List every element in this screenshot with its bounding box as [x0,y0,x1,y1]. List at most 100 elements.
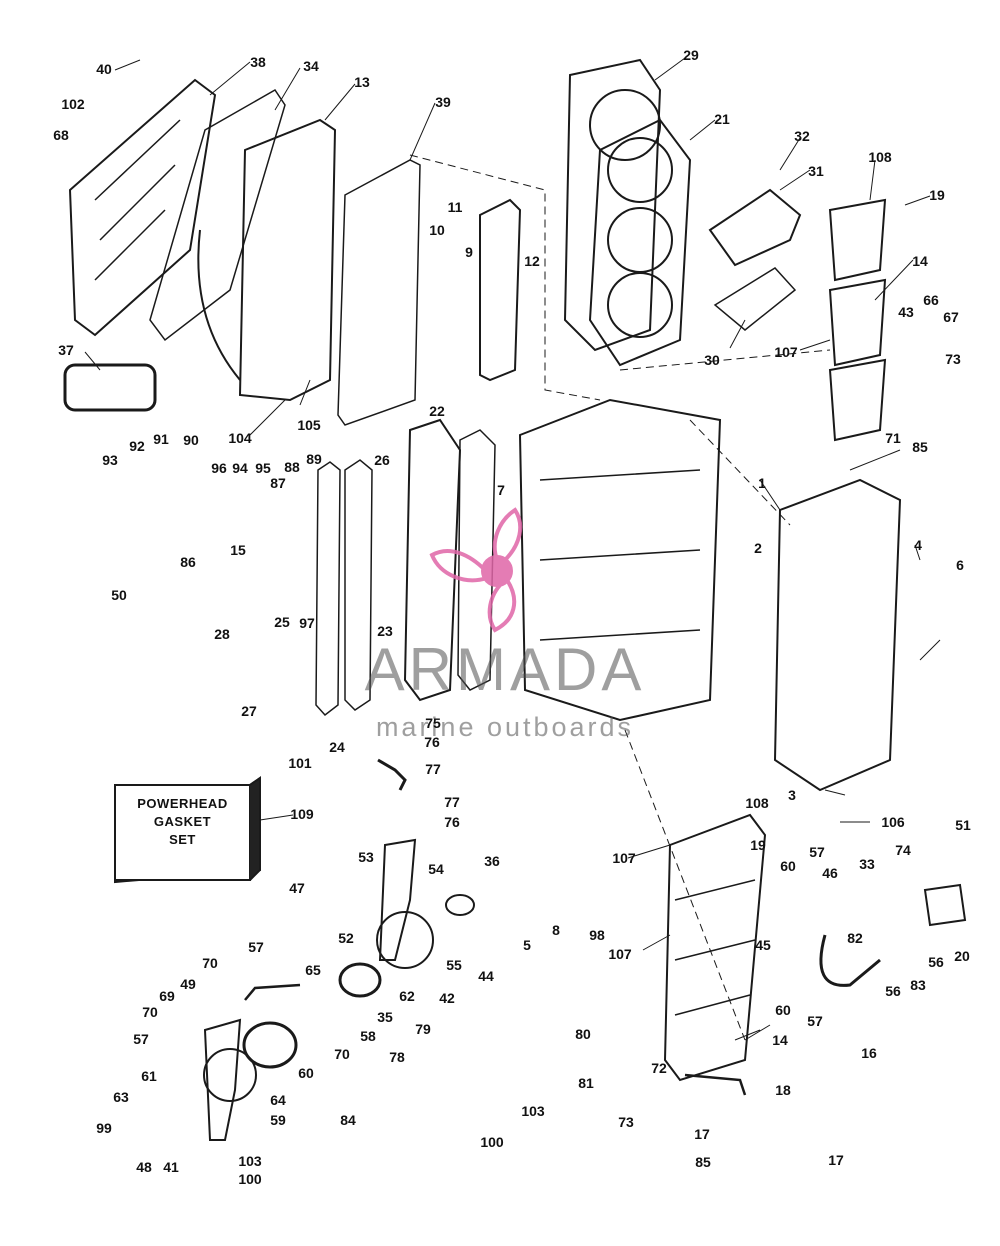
part-label: 61 [141,1068,157,1084]
part-label: 20 [954,948,970,964]
part-label: 103 [238,1153,262,1169]
part-label: 9 [465,244,473,260]
part-label: 12 [524,253,540,269]
part-label: 62 [399,988,415,1004]
part-label: 19 [750,837,766,853]
gasket-37 [63,363,157,412]
part-label: 71 [885,430,901,446]
part-label: 2 [754,540,762,556]
part-label: 57 [133,1031,149,1047]
part-label: 57 [807,1013,823,1029]
part-label: 57 [809,844,825,860]
part-label: 52 [338,930,354,946]
piston-cap-62 [338,962,382,998]
gasket-23 [344,459,373,711]
crankcase-cover [773,478,902,792]
part-label: 68 [53,127,69,143]
rod-bearing-lower [203,1048,257,1102]
part-label: 108 [745,795,769,811]
exhaust-cover-outline [68,78,217,337]
part-label: 47 [289,880,305,896]
part-label: 74 [895,842,911,858]
linkage-72 [684,1073,747,1096]
part-label: 46 [822,865,838,881]
connecting-rod-lower [203,1018,242,1141]
part-label: 36 [484,853,500,869]
gasket-39-outline [337,159,421,426]
part-label: 80 [575,1026,591,1042]
part-label: 45 [755,937,771,953]
part-label: 38 [250,54,266,70]
part-label: 65 [305,962,321,978]
box-line-3: SET [169,832,196,847]
part-label: 82 [847,930,863,946]
reed-block-lower [828,358,887,442]
part-label: 54 [428,861,444,877]
part-label: 29 [683,47,699,63]
part-label: 92 [129,438,145,454]
part-label: 64 [270,1092,286,1108]
gasket-outline [149,89,286,342]
washer-36 [445,894,475,916]
part-label: 70 [202,955,218,971]
part-label: 100 [238,1171,262,1187]
part-label: 28 [214,626,230,642]
part-label: 107 [774,344,798,360]
box-line-1: POWERHEAD [137,796,228,811]
part-label: 55 [446,957,462,973]
exhaust-plate-outline [238,118,337,402]
box-part-number: 109 [290,806,314,822]
rod-bearing-upper [376,911,434,969]
part-label: 33 [859,856,875,872]
part-label: 50 [111,587,127,603]
part-label: 53 [358,849,374,865]
part-label: 94 [232,460,248,476]
part-label: 60 [298,1065,314,1081]
part-label: 60 [775,1002,791,1018]
alignment-lines [409,154,831,1041]
part-label: 10 [429,222,445,238]
part-label: 39 [435,94,451,110]
part-label: 41 [163,1159,179,1175]
bore-1 [589,89,661,161]
part-label: 70 [142,1004,158,1020]
bore-3 [607,207,673,273]
part-label: 108 [868,149,892,165]
gasket-21-outline [588,118,692,367]
part-label: 70 [334,1046,350,1062]
part-label: 100 [480,1134,504,1150]
connecting-rod-upper [378,838,417,961]
part-label: 49 [180,976,196,992]
watermark-logo [429,507,523,633]
part-label: 103 [521,1103,545,1119]
piston-ring-64 [242,1021,298,1069]
box-line-2: GASKET [153,814,212,829]
part-label: 15 [230,542,246,558]
part-label: 66 [923,292,939,308]
bore-4 [607,272,673,338]
part-label: 88 [284,459,300,475]
part-label: 31 [808,163,824,179]
part-label: 8 [552,922,560,938]
part-label: 23 [377,623,393,639]
part-label: 104 [228,430,252,446]
part-label: 51 [955,817,971,833]
part-label: 26 [374,452,390,468]
part-label: 67 [943,309,959,325]
reed-plate-stack [663,813,767,1082]
part-label: 18 [775,1082,791,1098]
bracket-11 [479,198,522,382]
part-label: 27 [241,703,257,719]
cylinder-head-22 [403,418,462,702]
part-label: 89 [306,451,322,467]
part-label: 91 [153,431,169,447]
part-label: 69 [159,988,175,1004]
part-label: 98 [589,927,605,943]
part-label: 96 [211,460,227,476]
cover-31 [708,188,802,267]
part-label: 14 [772,1032,788,1048]
bracket-20 [923,883,967,927]
part-label: 5 [523,937,531,953]
part-label: 17 [694,1126,710,1142]
part-label: 93 [102,452,118,468]
